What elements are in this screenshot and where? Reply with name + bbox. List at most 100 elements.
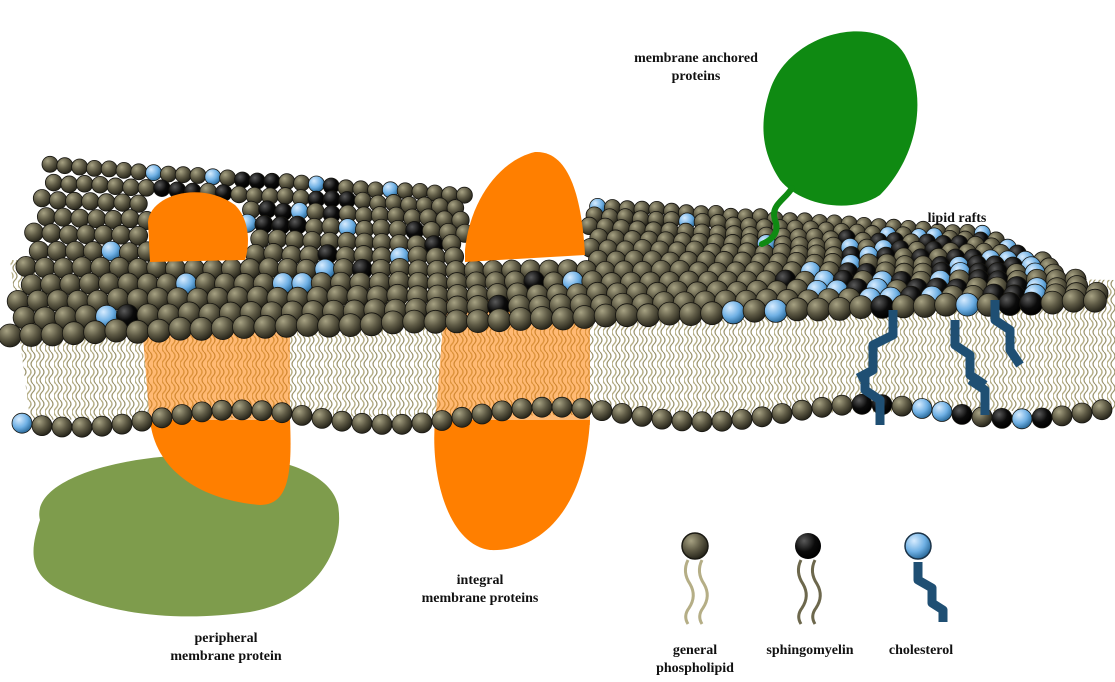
phospholipid-head: [126, 320, 149, 343]
phospholipid-head: [82, 193, 99, 210]
cholesterol-head: [205, 169, 221, 185]
phospholipid-head: [45, 174, 62, 191]
phospholipid-head: [452, 407, 472, 427]
phospholipid-head: [220, 170, 236, 186]
phospholipid-head: [658, 302, 681, 325]
peripheral-label-line-2: membrane protein: [126, 648, 326, 666]
phospholipid-head: [352, 413, 372, 433]
anchored-label-line-2: proteins: [596, 68, 796, 86]
peripheral-membrane-protein-label: peripheral membrane protein: [126, 630, 326, 666]
phospholipid-head: [114, 194, 131, 211]
phospholipid-head: [152, 408, 172, 428]
phospholipid-head: [147, 319, 170, 342]
phospholipid-head: [52, 417, 72, 437]
phospholipid-head: [1072, 403, 1092, 423]
phospholipid-head: [132, 411, 152, 431]
phospholipid-head: [252, 401, 272, 421]
sphingomyelin-head: [998, 293, 1021, 316]
phospholipid-head: [1084, 289, 1107, 312]
integral-label-line-2: membrane proteins: [380, 590, 580, 608]
phospholipid-head: [231, 186, 248, 203]
general-label-line-2: phospholipid: [630, 660, 760, 678]
phospholipid-head: [445, 310, 468, 333]
phospholipid-head: [233, 316, 256, 339]
phospholipid-head: [172, 405, 192, 425]
legend-cholesterol-label: cholesterol: [866, 642, 976, 660]
phospholipid-head: [573, 306, 596, 329]
phospholipid-head: [913, 295, 936, 318]
phospholipid-head: [292, 405, 312, 425]
phospholipid-head: [392, 414, 412, 434]
phospholipid-head: [41, 323, 64, 346]
phospholipid-head: [107, 178, 124, 195]
peripheral-label-line-1: peripheral: [126, 630, 326, 648]
integral-protein-right-lower: [434, 420, 590, 550]
phospholipid-head: [138, 180, 155, 197]
phospholipid-head: [1062, 289, 1085, 312]
integral-label-line-1: integral: [380, 572, 580, 590]
phospholipid-head: [472, 404, 492, 424]
phospholipid-head: [812, 397, 832, 417]
phospholipid-head: [424, 310, 447, 333]
phospholipid-head: [92, 176, 109, 193]
phospholipid-head: [692, 412, 712, 432]
phospholipid-head: [101, 161, 117, 177]
phospholipid-head: [76, 175, 93, 192]
phospholipid-head: [572, 398, 592, 418]
phospholipid-head: [212, 400, 232, 420]
phospholipid-head: [92, 416, 112, 436]
sphingomyelin-head: [1020, 292, 1043, 315]
legend-sphingomyelin-tail-1: [798, 560, 806, 624]
phospholipid-head: [892, 396, 912, 416]
phospholipid-head: [190, 317, 213, 340]
phospholipid-head: [277, 188, 294, 205]
phospholipid-head: [66, 192, 83, 209]
phospholipid-head: [57, 158, 73, 174]
lipid-rafts-label: lipid rafts: [902, 210, 1012, 228]
phospholipid-head: [552, 307, 575, 330]
legend-sphingomyelin-label: sphingomyelin: [740, 642, 880, 660]
legend-sphingomyelin-head: [795, 533, 821, 559]
phospholipid-head: [594, 304, 617, 327]
membrane-anchored-proteins-label: membrane anchored proteins: [596, 50, 796, 86]
phospholipid-head: [312, 408, 332, 428]
phospholipid-head: [37, 208, 55, 226]
sphingomyelin-head: [234, 172, 250, 188]
phospholipid-head: [403, 310, 426, 333]
phospholipid-head: [592, 401, 612, 421]
sphingomyelin-head: [264, 173, 280, 189]
phospholipid-head: [272, 403, 292, 423]
phospholipid-head: [509, 308, 532, 331]
phospholipid-head: [318, 314, 341, 337]
legend-cholesterol-body: [918, 562, 943, 622]
sphingomyelin-head: [1032, 408, 1052, 428]
phospholipid-head: [807, 298, 830, 321]
sphingomyelin-head: [952, 404, 972, 424]
phospholipid-head: [1092, 400, 1112, 420]
phospholipid-head: [612, 403, 632, 423]
phospholipid-head: [412, 413, 432, 433]
phospholipid-head: [112, 414, 132, 434]
phospholipid-head: [54, 208, 72, 226]
cholesterol-head: [308, 176, 324, 192]
cholesterol-head: [722, 301, 745, 324]
phospholipid-head: [105, 319, 128, 342]
legend-phospholipid-head: [682, 533, 708, 559]
phospholipid-head: [354, 192, 371, 209]
phospholipid-head: [752, 407, 772, 427]
phospholipid-head: [360, 313, 383, 336]
integral-protein-right-top: [465, 152, 585, 262]
phospholipid-head: [296, 314, 319, 337]
phospholipid-head: [131, 164, 147, 180]
cholesterol-head: [764, 299, 787, 322]
phospholipid-head: [552, 397, 572, 417]
sphingomyelin-head: [992, 408, 1012, 428]
phospholipid-head: [121, 210, 139, 228]
anchored-label-line-1: membrane anchored: [596, 50, 796, 68]
phospholipid-head: [294, 175, 310, 191]
phospholipid-head: [935, 293, 958, 316]
phospholipid-head: [786, 298, 809, 321]
phospholipid-head: [832, 395, 852, 415]
phospholipid-head: [86, 160, 102, 176]
phospholipid-head: [828, 297, 851, 320]
